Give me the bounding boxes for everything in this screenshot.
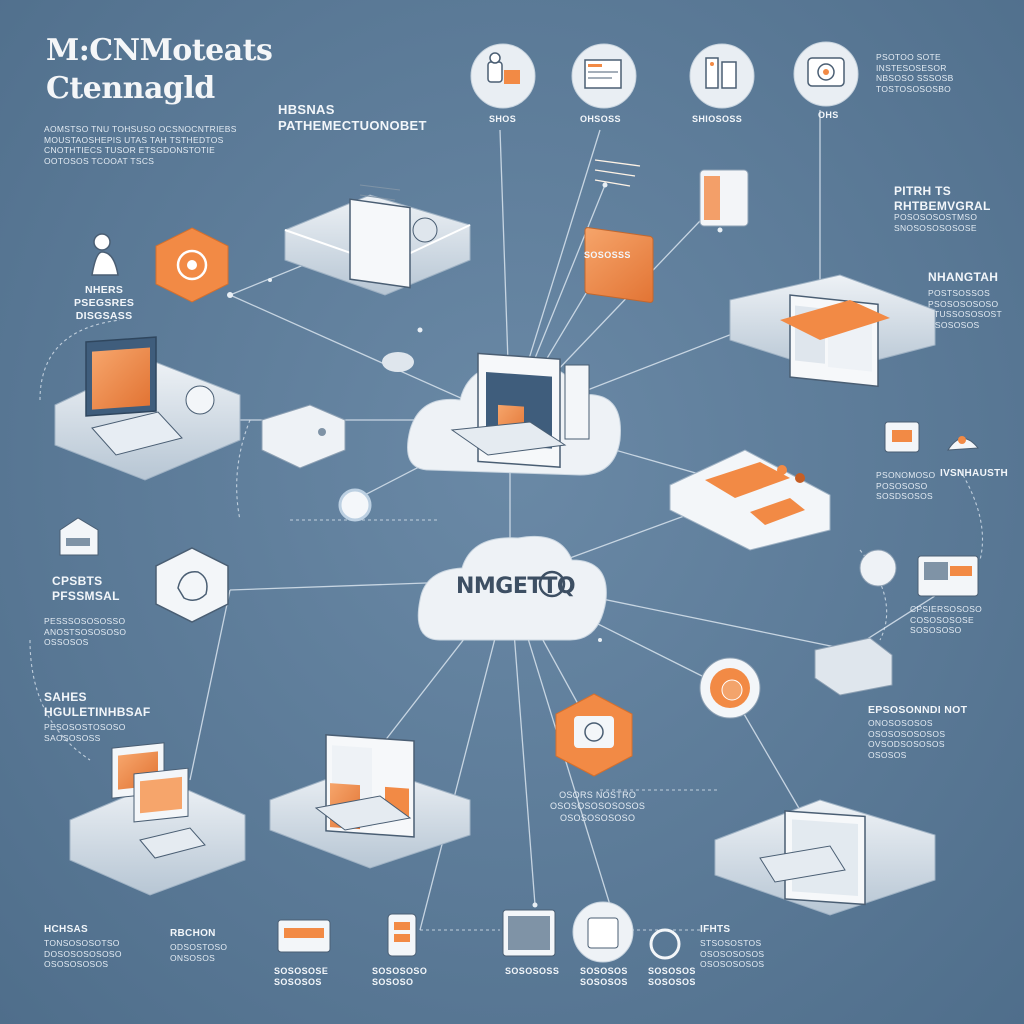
user-support-icon	[470, 43, 536, 109]
bottom-ring-icon	[649, 928, 681, 960]
right-laptop-platform	[729, 274, 936, 388]
document-server-platform	[284, 184, 471, 296]
monitor-settings-icon	[793, 41, 859, 107]
right-heading-4: EPSOSONNDI NOT	[868, 704, 968, 716]
person-icon	[91, 233, 119, 276]
puck-device	[382, 352, 414, 372]
server-racks-icon	[689, 43, 755, 109]
icon-label-2: OHSOSS	[580, 114, 621, 124]
bottom-right-laptop-platform	[714, 799, 936, 916]
top-icons	[470, 41, 859, 109]
bottom-device-icon	[572, 901, 634, 963]
hexagon-settings-icon	[555, 693, 633, 777]
bottom-center-laptop-platform	[269, 733, 471, 869]
bottom-heading-2: RBCHON	[170, 928, 216, 939]
title-line-2: Ctennagld	[46, 70, 215, 106]
bottom-phone-icon	[387, 913, 417, 957]
diagram-title: M:CNMoteats Ctennagld	[46, 32, 273, 107]
bottom-tablet-icon	[502, 909, 556, 957]
document-stack-platform	[669, 449, 831, 551]
main-cloud	[407, 352, 621, 476]
document-panel-icon	[571, 43, 637, 109]
bottom-printer-icon	[277, 919, 331, 953]
title-line-1: M:CNMoteats	[46, 33, 273, 68]
mid-top-label: SOSOSSS	[584, 250, 631, 260]
center-cloud	[417, 535, 607, 641]
right-monitor-icon	[884, 421, 979, 453]
orange-code-panel	[584, 159, 654, 303]
globe-device-icon	[859, 549, 979, 597]
right-heading-3: IVSNHAUSTH	[940, 468, 1009, 479]
server-box	[699, 169, 749, 227]
icon-label-4: OHS	[818, 110, 839, 120]
left-doc-icon	[59, 517, 99, 556]
bottom-left-laptop-platform	[69, 742, 246, 896]
icon-label-3: SHIOSOSS	[692, 114, 743, 124]
cloud-center-label: NMGETTQ	[456, 574, 576, 599]
icon-label-1: SHOS	[489, 114, 517, 124]
glowing-orb	[338, 488, 372, 522]
hexagon-hand-icon	[155, 547, 229, 623]
right-heading-2: NHANGTAH	[928, 270, 999, 284]
left-laptop-platform	[54, 336, 241, 481]
hexagon-sync-icon	[155, 227, 229, 303]
orange-circle-icon	[699, 657, 761, 719]
vr-headset-device	[814, 637, 893, 696]
router-device	[261, 404, 346, 469]
bottom-heading-1: HCHSAS	[44, 924, 89, 935]
bottom-icon-label-3: SOSOSOSS	[505, 966, 560, 976]
bottom-heading-3: IFHTS	[700, 924, 731, 935]
